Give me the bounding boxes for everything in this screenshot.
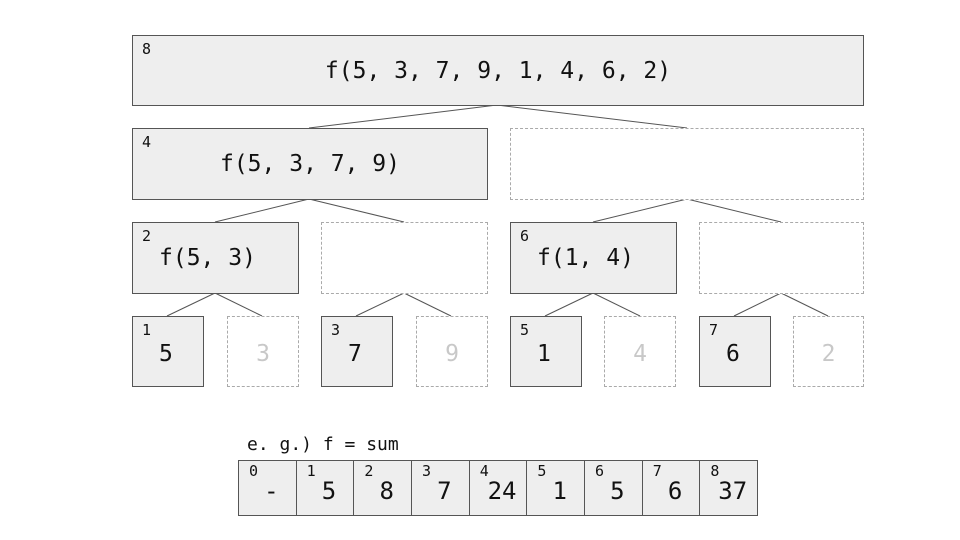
cell-value: 1 [552, 477, 567, 505]
node-label: 9 [445, 341, 459, 367]
tree-node-empty [699, 222, 864, 294]
cell-index: 0 [249, 462, 259, 480]
cell-index: 7 [652, 462, 662, 480]
leaf-node: 7 6 [699, 316, 771, 387]
edge [686, 198, 782, 223]
node-label: 7 [348, 341, 362, 367]
cell-index: 5 [537, 462, 547, 480]
cell-index: 1 [306, 462, 316, 480]
tree-node: 2 f(5, 3) [132, 222, 299, 294]
node-index: 8 [142, 40, 152, 58]
edge [592, 292, 641, 317]
node-label: f(1, 4) [537, 245, 634, 271]
cell-value: - [264, 477, 279, 505]
cell-value: 24 [487, 477, 517, 505]
node-label: 2 [821, 341, 836, 367]
cell-index: 3 [422, 462, 432, 480]
cell-index: 8 [710, 462, 720, 480]
cell-value: 5 [610, 477, 625, 505]
cell-value: 8 [379, 477, 394, 505]
edge [308, 104, 498, 129]
node-label: f(5, 3, 7, 9) [219, 151, 400, 177]
tree-node-empty [321, 222, 488, 294]
leaf-node-unused: 3 [227, 316, 299, 387]
tree-node-root: 8 f(5, 3, 7, 9, 1, 4, 6, 2) [132, 35, 864, 106]
node-label: 6 [726, 341, 740, 367]
tree-node: 4 f(5, 3, 7, 9) [132, 128, 488, 200]
node-index: 5 [520, 321, 530, 339]
node-label: 1 [537, 341, 551, 367]
leaf-node-unused: 2 [793, 316, 864, 387]
cell-value: 7 [437, 477, 452, 505]
node-label: 5 [159, 341, 173, 367]
edge [166, 292, 216, 317]
example-caption: e. g.) f = sum [247, 434, 399, 455]
cell-value: 6 [667, 477, 683, 505]
cell-index: 6 [595, 462, 605, 480]
edge [496, 104, 688, 129]
node-label: f(5, 3) [159, 245, 256, 271]
edge [214, 292, 263, 317]
cell-index: 4 [479, 462, 489, 480]
edge [544, 292, 594, 317]
edge [214, 198, 310, 223]
node-index: 7 [709, 321, 719, 339]
leaf-node-unused: 4 [604, 316, 676, 387]
cell-index: 2 [364, 462, 374, 480]
cell-value: 37 [718, 477, 748, 505]
tree-node: 6 f(1, 4) [510, 222, 677, 294]
array-cell: 0- [239, 461, 297, 515]
leaf-node: 5 1 [510, 316, 582, 387]
node-index: 1 [142, 321, 152, 339]
leaf-node: 1 5 [132, 316, 204, 387]
node-index: 6 [520, 227, 530, 245]
leaf-node: 3 7 [321, 316, 393, 387]
cell-value: 5 [321, 477, 337, 505]
node-label: f(5, 3, 7, 9, 1, 4, 6, 2) [324, 58, 672, 84]
node-label: 3 [256, 341, 270, 367]
tree-node-empty [510, 128, 864, 200]
edge [592, 198, 688, 223]
edge [355, 292, 405, 317]
edge [733, 292, 782, 317]
node-index: 4 [142, 133, 152, 151]
leaf-node-unused: 9 [416, 316, 488, 387]
edge [308, 198, 405, 223]
node-label: 4 [633, 341, 647, 367]
node-index: 2 [142, 227, 152, 245]
edge [780, 292, 829, 317]
node-index: 3 [331, 321, 341, 339]
edge [403, 292, 452, 317]
